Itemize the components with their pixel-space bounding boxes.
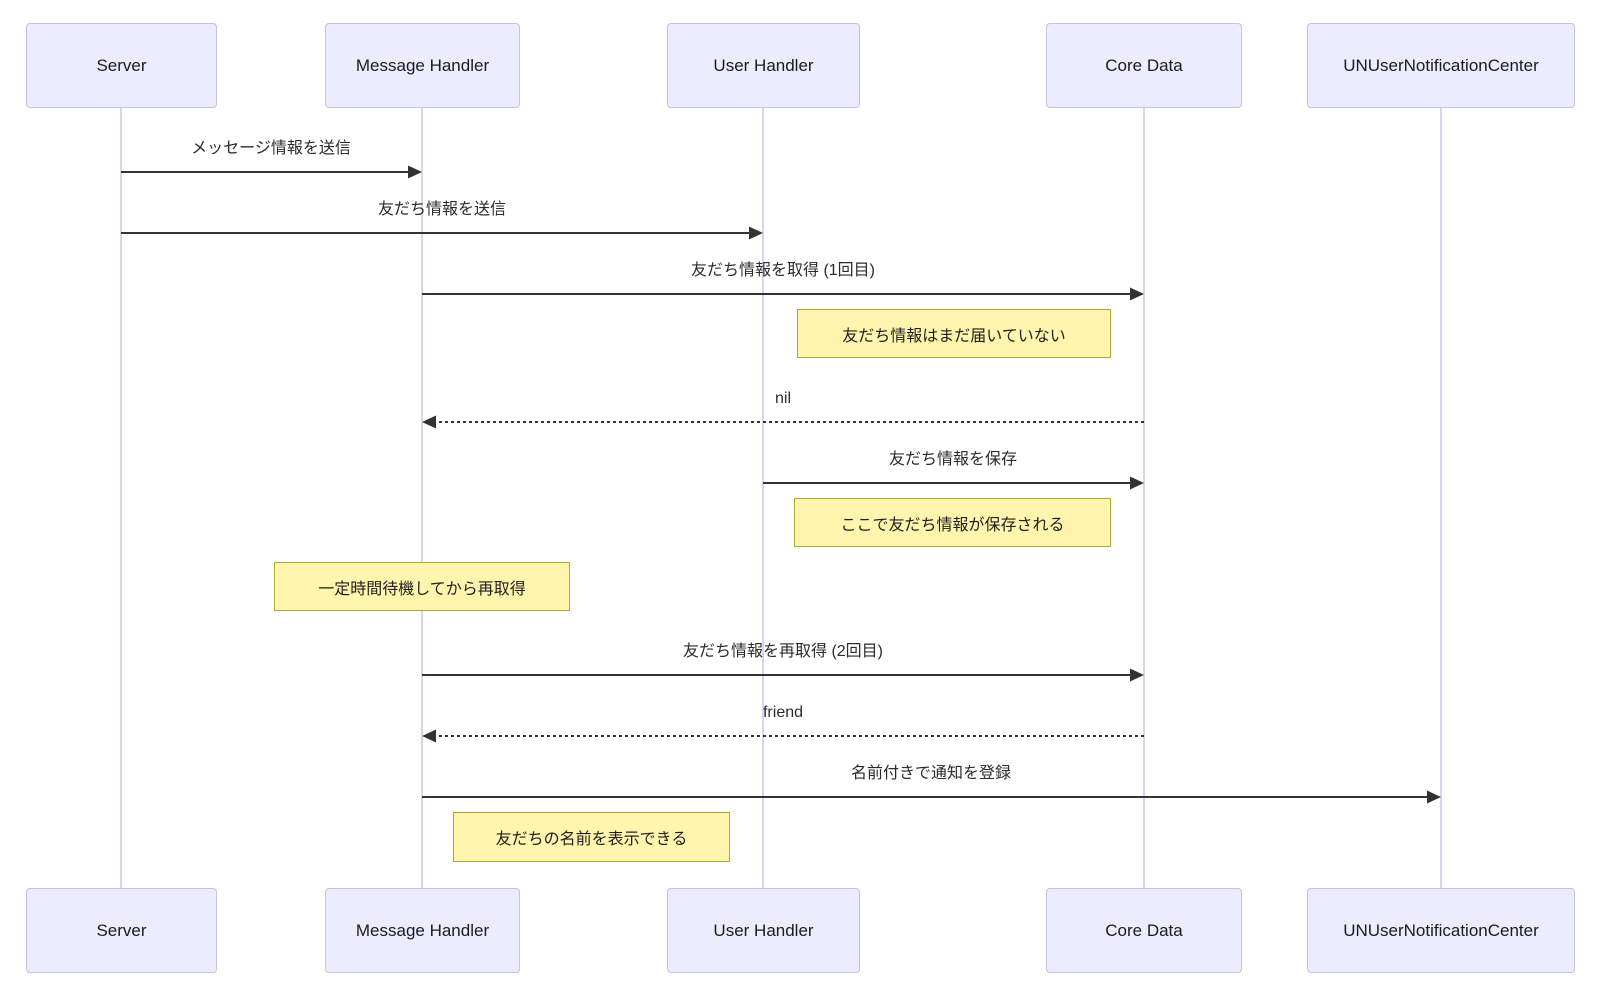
actor-label: Server <box>96 55 147 75</box>
actor-label: Core Data <box>1105 55 1183 75</box>
arrowhead-right-icon <box>1130 476 1144 490</box>
arrowhead-right-icon <box>1130 287 1144 301</box>
actor-top-user-handler: User Handler <box>667 23 860 108</box>
actor-label: Message Handler <box>355 55 490 75</box>
actor-top-un-user-notification-center: UNUserNotificationCenter <box>1307 23 1575 108</box>
actor-label: Message Handler <box>355 920 490 940</box>
actor-label: Server <box>96 920 147 940</box>
arrowhead-right-icon <box>408 165 422 179</box>
actor-bottom-message-handler: Message Handler <box>325 888 520 973</box>
message-label-5: 友だち情報を保存 <box>888 451 1018 468</box>
message-label-3: 友だち情報を取得 (1回目) <box>690 262 876 279</box>
actor-top-message-handler: Message Handler <box>325 23 520 108</box>
actor-bottom-core-data: Core Data <box>1046 888 1242 973</box>
actor-label: UNUserNotificationCenter <box>1343 55 1539 75</box>
note-friend-info-saved-here: ここで友だち情報が保存される <box>794 498 1111 547</box>
arrowhead-left-icon <box>422 415 436 429</box>
message-label-7: friend <box>762 704 804 721</box>
message-label-6: 友だち情報を再取得 (2回目) <box>682 643 884 660</box>
message-label-4: nil <box>774 390 792 407</box>
actor-bottom-server: Server <box>26 888 217 973</box>
actor-label: User Handler <box>713 55 814 75</box>
actor-label: UNUserNotificationCenter <box>1343 920 1539 940</box>
actor-label: User Handler <box>713 920 814 940</box>
note-can-show-friend-name: 友だちの名前を表示できる <box>453 812 730 862</box>
actor-top-core-data: Core Data <box>1046 23 1242 108</box>
actor-top-server: Server <box>26 23 217 108</box>
actor-bottom-user-handler: User Handler <box>667 888 860 973</box>
message-label-8: 名前付きで通知を登録 <box>850 765 1012 782</box>
arrowhead-right-icon <box>1427 790 1441 804</box>
note-friend-info-not-arrived: 友だち情報はまだ届いていない <box>797 309 1111 358</box>
arrowhead-left-icon <box>422 729 436 743</box>
arrowhead-right-icon <box>1130 668 1144 682</box>
message-label-1: メッセージ情報を送信 <box>191 140 351 157</box>
note-wait-then-refetch: 一定時間待機してから再取得 <box>274 562 570 611</box>
arrowhead-right-icon <box>749 226 763 240</box>
message-label-2: 友だち情報を送信 <box>377 201 507 218</box>
actor-label: Core Data <box>1105 920 1183 940</box>
actor-bottom-un-user-notification-center: UNUserNotificationCenter <box>1307 888 1575 973</box>
